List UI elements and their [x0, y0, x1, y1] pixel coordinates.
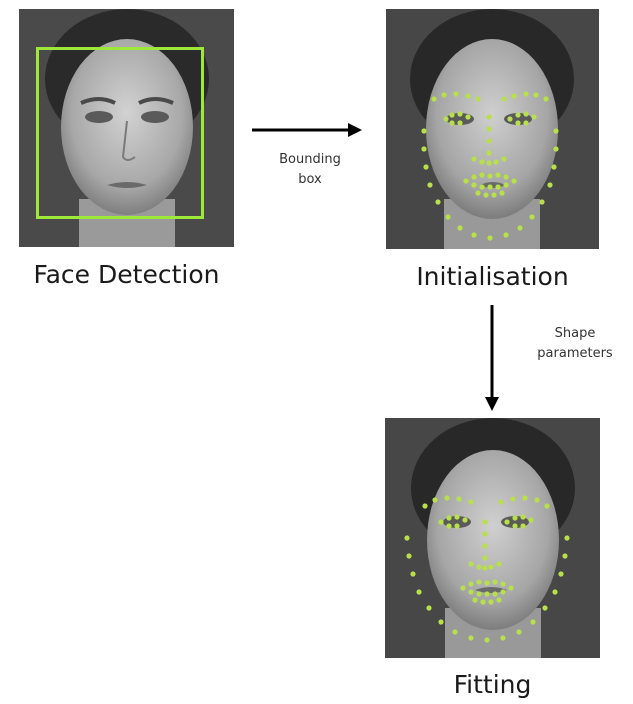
- edge-label-line: parameters: [525, 344, 625, 364]
- fitting-image: [385, 418, 600, 658]
- stage-title-fitting: Fitting: [380, 670, 605, 699]
- arrow-right: [250, 120, 364, 140]
- edge-label-line: Shape: [525, 324, 625, 344]
- edge-label-shape-parameters: Shape parameters: [525, 324, 625, 364]
- edge-label-line: Bounding: [255, 150, 365, 170]
- bounding-box-overlay: [36, 47, 204, 219]
- initialisation-image: [386, 9, 599, 249]
- face-photo-fitting: [385, 418, 600, 658]
- stage-title-initialisation: Initialisation: [380, 262, 605, 291]
- edge-label-line: box: [255, 170, 365, 190]
- stage-title-face-detection: Face Detection: [14, 260, 239, 289]
- face-photo-initialisation: [386, 9, 599, 249]
- arrow-down: [482, 303, 502, 413]
- edge-label-bounding-box: Bounding box: [255, 150, 365, 190]
